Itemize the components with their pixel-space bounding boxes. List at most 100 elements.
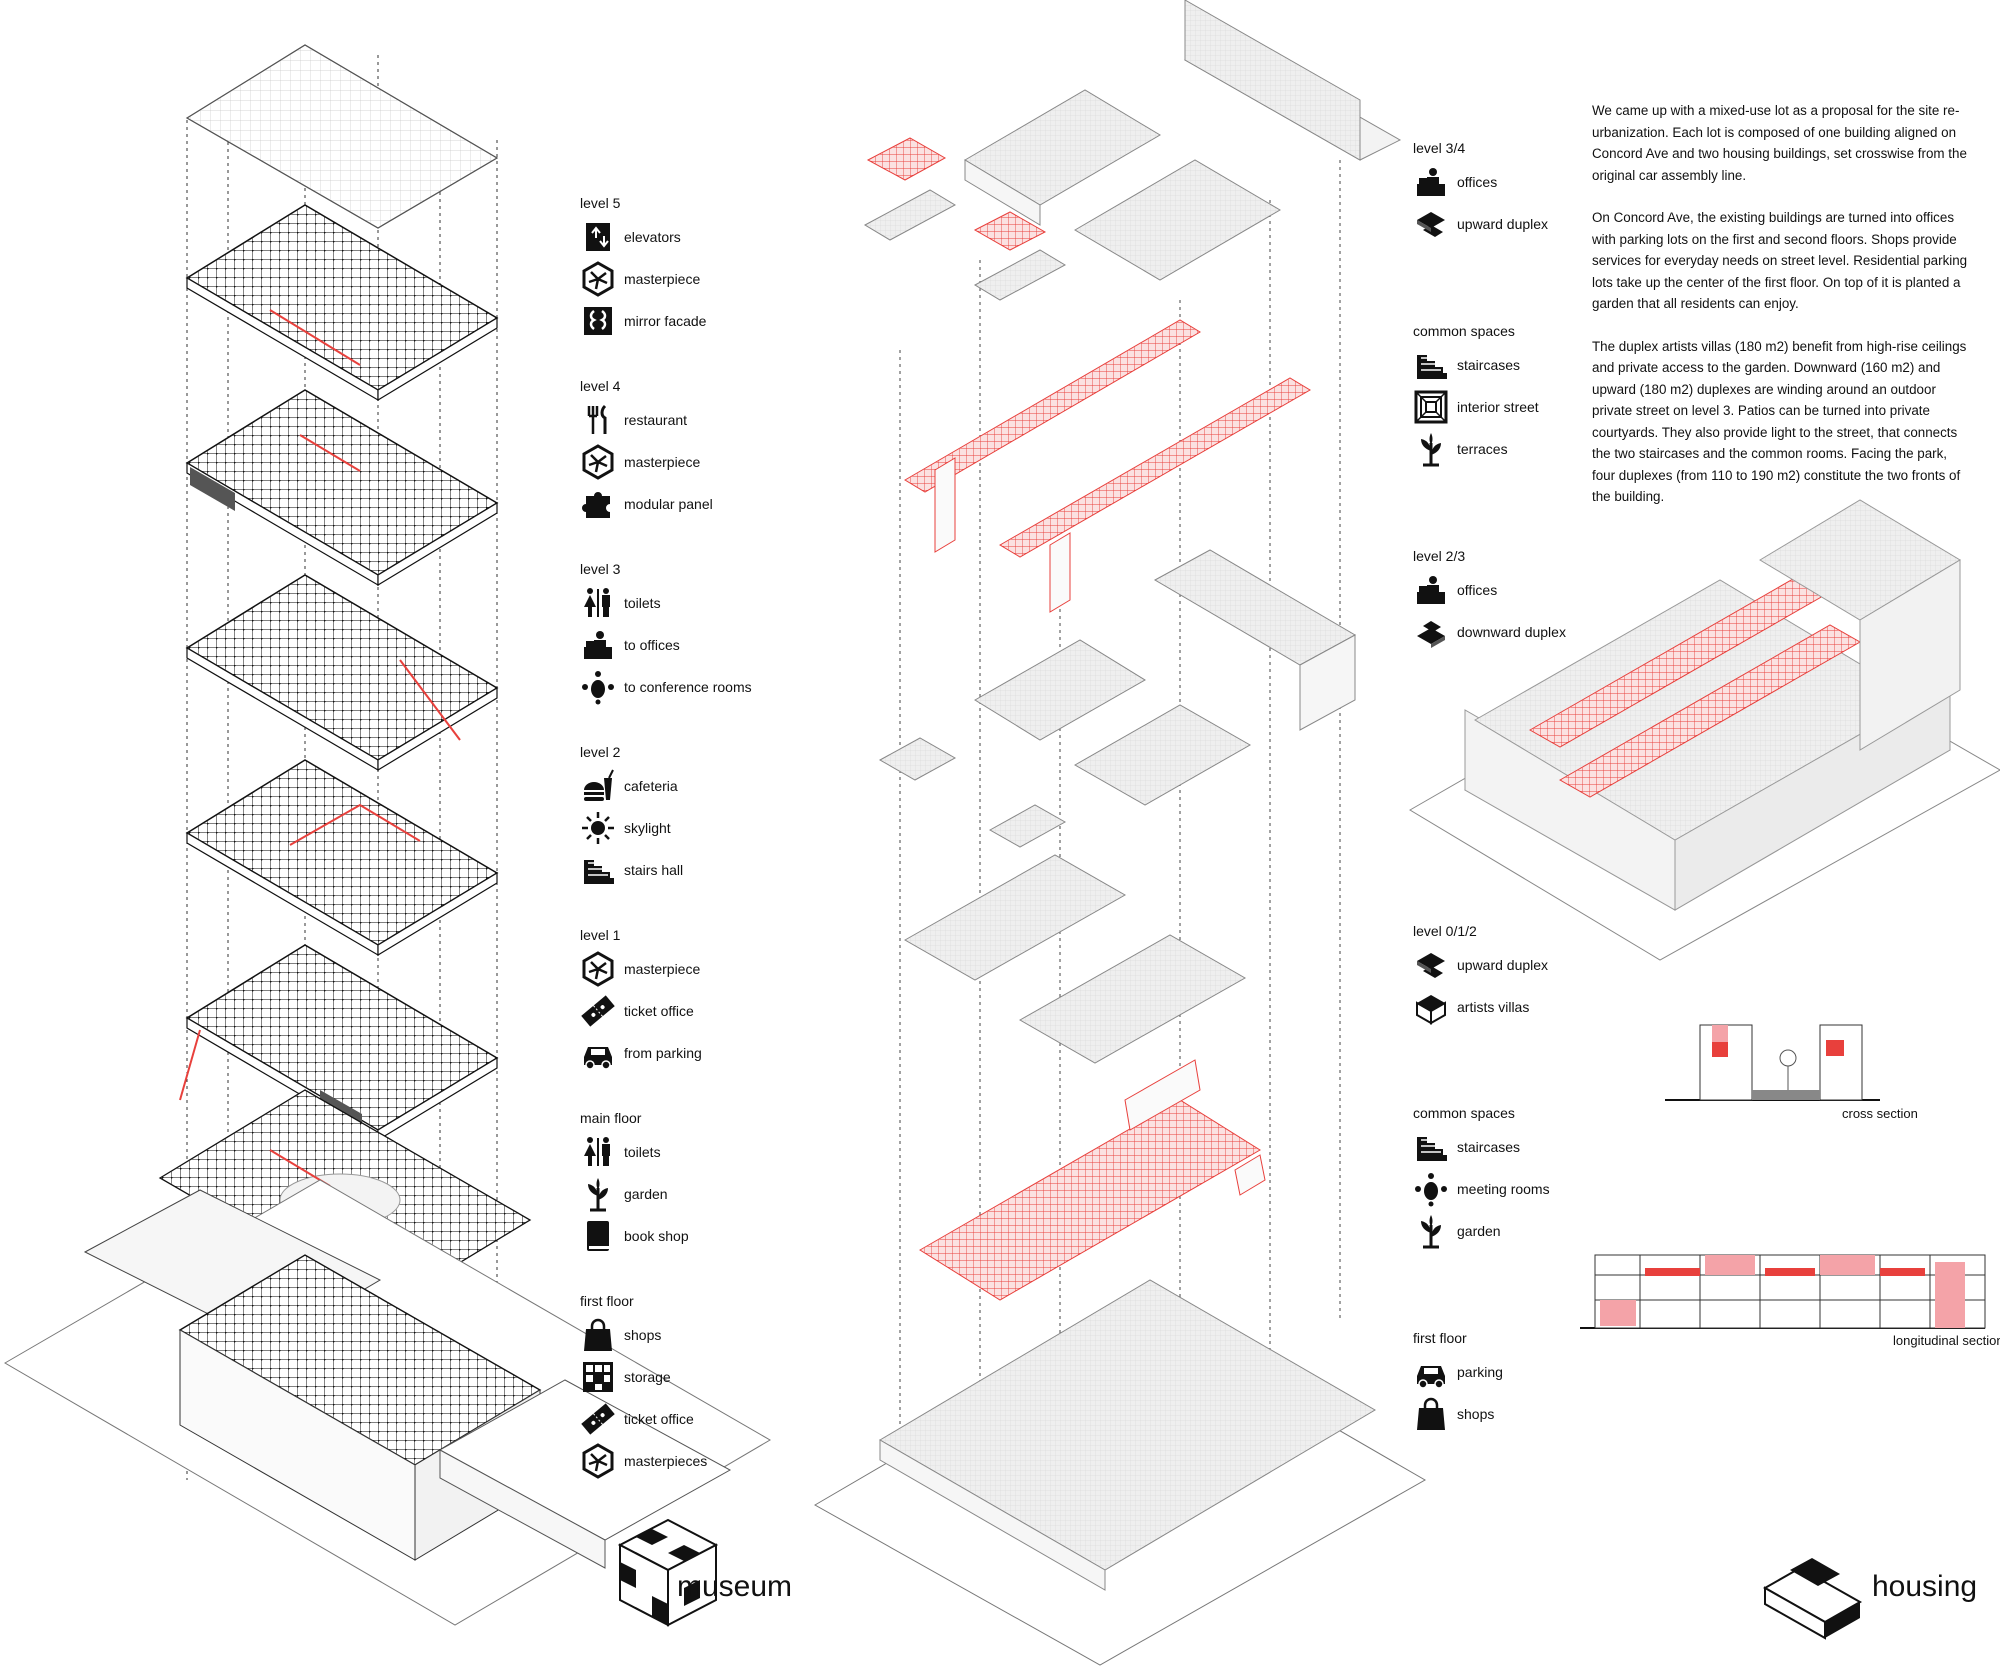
- description-paragraph: The duplex artists villas (180 m2) benef…: [1592, 338, 1967, 505]
- legend-item-label: elevators: [624, 229, 681, 245]
- legend-item: masterpieces: [580, 1443, 707, 1479]
- burger-drink-icon: [580, 768, 616, 804]
- legend-item-label: restaurant: [624, 412, 688, 428]
- legend-item: modular panel: [580, 486, 713, 522]
- legend-item-label: book shop: [624, 1228, 689, 1244]
- legend-item-label: downward duplex: [1457, 624, 1566, 640]
- legend-item-label: ticket office: [624, 1003, 694, 1019]
- stairs-icon: [1413, 1129, 1449, 1165]
- legend-item-label: terraces: [1457, 441, 1508, 457]
- legend-item: masterpiece: [580, 261, 700, 297]
- toilets-icon: [580, 1134, 616, 1170]
- legend-item-label: garden: [624, 1186, 668, 1202]
- elevator-icon: [580, 219, 616, 255]
- storage-icon: [580, 1359, 616, 1395]
- legend-item: ticket office: [580, 993, 694, 1029]
- legend-level-title: level 1: [580, 927, 621, 943]
- legend-level-title: level 3/4: [1413, 140, 1466, 156]
- legend-item: staircases: [1413, 347, 1520, 383]
- cross-section-drawing: [1665, 1024, 1880, 1101]
- plant-icon: [1413, 1213, 1449, 1249]
- legend-item-label: masterpiece: [624, 271, 701, 287]
- description-paragraph: We came up with a mixed-use lot as a pro…: [1592, 103, 1967, 183]
- legend-item-label: staircases: [1457, 357, 1521, 373]
- legend-item: masterpiece: [580, 951, 700, 987]
- legend-item: downward duplex: [1413, 614, 1566, 650]
- legend-item-label: parking: [1457, 1364, 1503, 1380]
- book-icon: [580, 1218, 616, 1254]
- legend-item: terraces: [1413, 431, 1508, 467]
- masterpiece-icon: [580, 444, 616, 480]
- legend-item: interior street: [1413, 389, 1539, 425]
- legend-item-label: to conference rooms: [624, 679, 752, 695]
- plant-icon: [1413, 431, 1449, 467]
- legend-item-label: ticket office: [624, 1411, 694, 1427]
- legend-level-title: first floor: [580, 1293, 634, 1309]
- legend-level-title: level 4: [580, 378, 621, 394]
- shopping-bag-icon: [1413, 1396, 1449, 1432]
- legend-item-label: shops: [624, 1327, 662, 1343]
- artists-villa-icon: [1413, 989, 1449, 1025]
- legend-item-label: cafeteria: [624, 778, 678, 794]
- meeting-icon: [1413, 1171, 1449, 1207]
- legend-item-label: shops: [1457, 1406, 1495, 1422]
- legend-item-label: artists villas: [1457, 999, 1530, 1015]
- office-desk-icon: [580, 627, 616, 663]
- housing-exploded-axonometric: [813, 0, 1427, 1666]
- upward-duplex-icon: [1413, 947, 1449, 983]
- longitudinal-section-drawing: [1580, 1254, 1986, 1329]
- masterpiece-icon: [580, 261, 616, 297]
- toilets-icon: [580, 585, 616, 621]
- housing-assembled-axonometric: [1409, 499, 2000, 961]
- car-icon: [1413, 1354, 1449, 1390]
- legend-item-label: masterpieces: [624, 1453, 708, 1469]
- legend-item-label: storage: [624, 1369, 671, 1385]
- legend-item: skylight: [580, 810, 671, 846]
- legend-item: garden: [1413, 1213, 1501, 1249]
- legend-item-label: skylight: [624, 820, 671, 836]
- legend-item: stairs hall: [580, 852, 683, 888]
- puzzle-icon: [580, 486, 616, 522]
- legend-item: ticket office: [580, 1401, 694, 1437]
- legend-item-label: masterpiece: [624, 454, 701, 470]
- legend-item: parking: [1413, 1354, 1503, 1390]
- plant-icon: [580, 1176, 616, 1212]
- legend-item: offices: [1413, 572, 1497, 608]
- cross-section-caption: cross section: [1842, 1106, 1918, 1121]
- car-icon: [580, 1035, 616, 1071]
- downward-duplex-icon: [1413, 614, 1449, 650]
- legend-level-title: main floor: [580, 1110, 642, 1126]
- legend-item: toilets: [580, 585, 661, 621]
- legend-item: from parking: [580, 1035, 702, 1071]
- legend-item: to offices: [580, 627, 680, 663]
- legend-item-label: stairs hall: [624, 862, 684, 878]
- office-desk-icon: [1413, 164, 1449, 200]
- housing-blocks-logo: [1762, 1558, 1863, 1640]
- interior-street-icon: [1413, 389, 1449, 425]
- legend-item: upward duplex: [1413, 947, 1548, 983]
- legend-item-label: meeting rooms: [1457, 1181, 1550, 1197]
- legend-item: artists villas: [1413, 989, 1529, 1025]
- description-paragraph: On Concord Ave, the existing buildings a…: [1592, 210, 1968, 311]
- museum-tower: [4, 44, 771, 1626]
- legend-item: staircases: [1413, 1129, 1520, 1165]
- legend-item: shops: [580, 1317, 661, 1353]
- legend-item: mirror facade: [580, 303, 706, 339]
- legend-item-label: masterpiece: [624, 961, 701, 977]
- legend-level-title: level 3: [580, 561, 621, 577]
- housing-title: housing: [1872, 1570, 1978, 1603]
- legend-item-label: garden: [1457, 1223, 1501, 1239]
- legend-item: storage: [580, 1359, 671, 1395]
- legend-item-label: interior street: [1457, 399, 1539, 415]
- ticket-icon: [580, 993, 616, 1029]
- shopping-bag-icon: [580, 1317, 616, 1353]
- legend-item-label: toilets: [624, 595, 661, 611]
- legend-item-label: upward duplex: [1457, 957, 1549, 973]
- sun-icon: [580, 810, 616, 846]
- meeting-icon: [580, 669, 616, 705]
- stairs-icon: [580, 852, 616, 888]
- legend-level-title: level 2: [580, 744, 621, 760]
- legend-item: cafeteria: [580, 768, 678, 804]
- project-description: We came up with a mixed-use lot as a pro…: [1592, 100, 1972, 529]
